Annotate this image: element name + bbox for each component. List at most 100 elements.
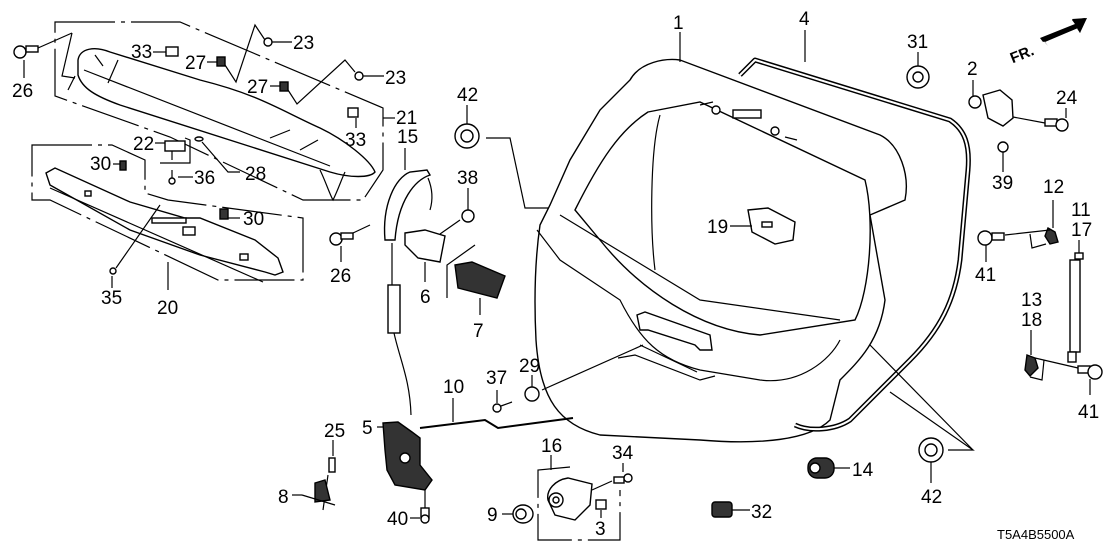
callout-30: 30	[90, 154, 111, 175]
part-34-bolt	[591, 463, 633, 491]
part-2-hinge	[968, 80, 1046, 127]
part-22-bracket	[155, 137, 191, 164]
part-33-clip-right	[347, 107, 359, 128]
part-27-nut-1	[207, 23, 266, 84]
part-13-18-bracket	[1024, 330, 1079, 381]
callout-28: 28	[245, 164, 266, 185]
part-10-rod	[419, 398, 574, 430]
callout-36: 36	[194, 168, 215, 189]
part-33-clip-top	[153, 46, 179, 57]
part-3-nut	[595, 499, 607, 518]
part-19-switch	[730, 207, 796, 245]
callout-12: 12	[1043, 177, 1064, 198]
part-42-grommet-bottom	[869, 344, 975, 483]
part-23-bolt-2	[354, 71, 384, 81]
callout-20: 20	[157, 298, 178, 319]
part-24-bolt	[1044, 108, 1069, 132]
part-4-weatherstrip	[738, 30, 971, 432]
tailgate-handle-bracket	[636, 311, 713, 351]
part-42-grommet-top	[454, 105, 548, 209]
callout-15: 15	[397, 127, 418, 148]
part-23-bolt-1	[263, 37, 292, 47]
part-26-bolt-top	[13, 32, 76, 79]
callout-24: 24	[1056, 88, 1078, 109]
front-direction-label: FR.	[1008, 42, 1037, 67]
callout-26: 26	[12, 81, 33, 102]
callout-27: 27	[247, 77, 268, 98]
front-direction-arrow	[1040, 18, 1087, 46]
callout-31: 31	[907, 32, 928, 53]
spoiler-group-frame	[54, 21, 395, 201]
part-8-cylinder	[292, 479, 336, 506]
callout-3: 3	[595, 519, 606, 540]
callout-23: 23	[385, 68, 406, 89]
callout-8: 8	[278, 487, 289, 508]
callout-23: 23	[293, 33, 314, 54]
callout-6: 6	[420, 287, 431, 308]
callout-29: 29	[519, 356, 540, 377]
part-28-clip	[194, 136, 240, 173]
callout-14: 14	[852, 460, 874, 481]
part-31-grommet	[906, 52, 930, 89]
part-6-light	[404, 219, 461, 282]
part-38-nut	[461, 188, 475, 223]
part-39-nut	[997, 141, 1009, 172]
callout-4: 4	[799, 9, 810, 30]
part-29-clip	[524, 344, 698, 402]
callout-39: 39	[992, 173, 1013, 194]
callout-32: 32	[751, 502, 772, 523]
callout-30: 30	[243, 209, 264, 230]
callout-41: 41	[1078, 402, 1099, 423]
part-26-bolt-mid	[329, 224, 371, 262]
part-35-screw	[109, 204, 161, 288]
part-30-clip-1	[113, 160, 127, 171]
part-41-bolt-lower	[1077, 364, 1103, 395]
callout-33: 33	[131, 42, 152, 63]
part-36-screw	[168, 170, 193, 185]
part-40-bolt	[410, 507, 430, 524]
callout-1: 1	[673, 13, 684, 34]
rear-license-garnish	[45, 167, 284, 283]
callout-13: 13	[1021, 290, 1042, 311]
callout-17: 17	[1071, 220, 1092, 241]
callout-11: 11	[1071, 200, 1091, 221]
part-16-striker-group	[537, 455, 621, 541]
callout-35: 35	[101, 288, 122, 309]
part-27-nut-2	[270, 59, 356, 105]
callout-2: 2	[967, 59, 978, 80]
part-30-clip-2	[219, 208, 240, 220]
callout-26: 26	[330, 266, 351, 287]
callout-41: 41	[975, 265, 996, 286]
callout-9: 9	[487, 505, 498, 526]
garnish-group-frame	[31, 144, 304, 281]
callout-34: 34	[612, 443, 634, 464]
callout-27: 27	[185, 53, 206, 74]
part-41-bolt-upper	[977, 230, 1005, 262]
part-11-17-gas-strut	[1067, 240, 1084, 363]
diagram-code: T5A4B5500A	[997, 527, 1075, 542]
part-5-latch	[377, 421, 433, 508]
callout-38: 38	[457, 168, 478, 189]
callout-19: 19	[707, 217, 728, 238]
part-1-tailgate	[534, 32, 907, 443]
callout-22: 22	[133, 134, 154, 155]
part-9-seal	[502, 504, 534, 524]
part-32-cap	[711, 501, 750, 518]
rear-spoiler	[67, 48, 376, 202]
part-15-cable	[383, 148, 433, 416]
part-12-ball-stud	[1004, 200, 1059, 249]
callout-42: 42	[921, 487, 942, 508]
part-14-bumper	[807, 457, 850, 479]
callout-5: 5	[362, 418, 373, 439]
callout-25: 25	[324, 421, 345, 442]
callout-37: 37	[486, 368, 507, 389]
callout-33: 33	[345, 130, 366, 151]
callout-7: 7	[473, 321, 484, 342]
callout-10: 10	[443, 377, 464, 398]
callout-16: 16	[541, 436, 562, 457]
callout-40: 40	[387, 509, 408, 530]
callout-21: 21	[396, 108, 417, 129]
part-7-lens	[446, 244, 506, 315]
callout-42: 42	[457, 85, 478, 106]
